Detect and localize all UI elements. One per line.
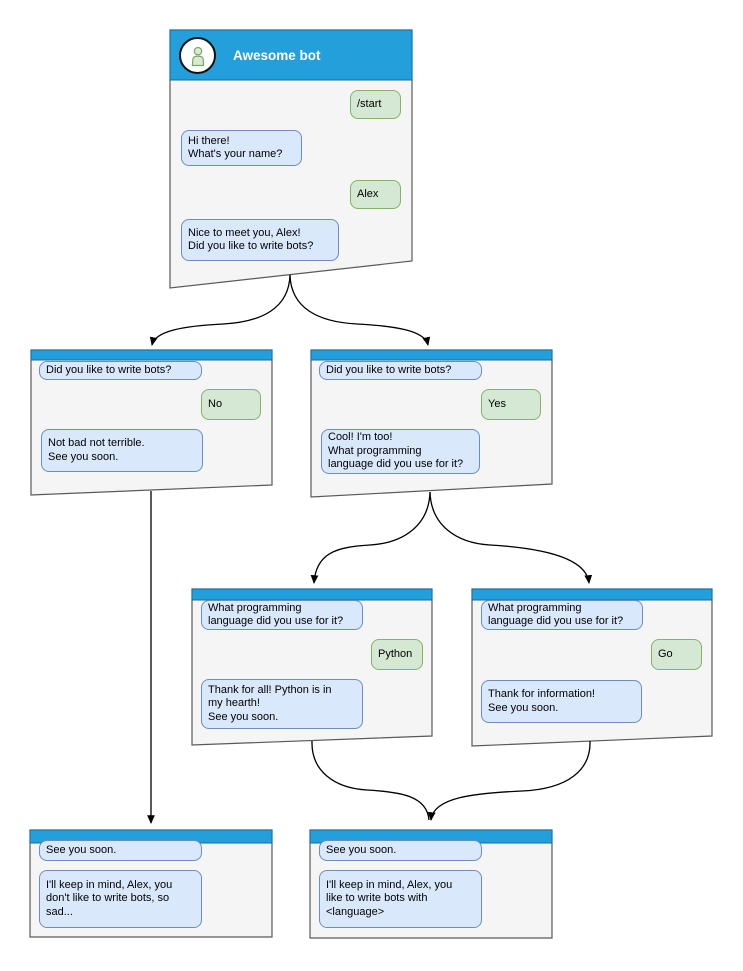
bot-avatar [179, 37, 216, 74]
connector-go-to-end [427, 740, 591, 821]
bot-message-bubble: What programming language did you use fo… [201, 600, 363, 630]
connector-yes-to-python [310, 491, 431, 584]
user-message-bubble: /start [350, 90, 401, 119]
bot-message-bubble: I'll keep in mind, Alex, you like to wri… [319, 870, 482, 928]
bot-message-bubble: Cool! I'm too! What programming language… [321, 429, 480, 474]
connector-main-to-no [149, 274, 291, 346]
user-message-bubble: No [201, 389, 261, 420]
user-message-bubble: Alex [350, 180, 401, 209]
bot-message-bubble: What programming language did you use fo… [481, 600, 643, 630]
bot-message-bubble: Did you like to write bots? [39, 361, 202, 380]
bot-message-bubble: Thank for information! See you soon. [481, 680, 642, 723]
connector-python-to-end [311, 740, 430, 821]
window-python-header [191, 588, 433, 601]
window-go-header [471, 588, 713, 601]
bot-message-bubble: Nice to meet you, Alex! Did you like to … [181, 219, 339, 261]
user-message-bubble: Yes [481, 389, 541, 420]
bot-message-bubble: See you soon. [39, 840, 202, 861]
bot-message-bubble: Did you like to write bots? [319, 361, 482, 380]
bot-message-bubble: Hi there! What's your name? [181, 130, 302, 166]
bot-message-bubble: See you soon. [319, 840, 482, 861]
connector-yes-to-go [429, 491, 593, 584]
window-yes-branch-header [310, 349, 553, 361]
bot-message-bubble: Not bad not terrible. See you soon. [41, 429, 203, 472]
bot-message-bubble: Thank for all! Python is in my hearth! S… [201, 679, 363, 729]
bot-message-bubble: I'll keep in mind, Alex, you don't like … [39, 870, 202, 928]
person-icon [191, 46, 204, 66]
connector-main-to-yes [289, 274, 431, 346]
window-no-branch-header [30, 349, 273, 361]
user-message-bubble: Go [651, 639, 702, 670]
user-message-bubble: Python [371, 639, 423, 670]
window-title: Awesome bot [233, 47, 321, 63]
